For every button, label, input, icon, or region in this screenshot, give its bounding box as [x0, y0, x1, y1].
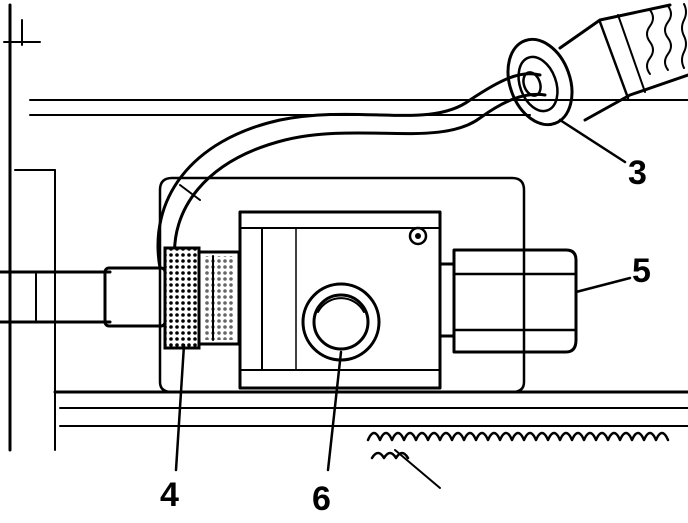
background-frame [3, 3, 688, 452]
knurled-nut-4 [163, 246, 241, 350]
callout-5: 5 [632, 252, 651, 290]
hose [156, 72, 547, 270]
inlet-pipe [0, 266, 167, 328]
hex-fitting-5 [438, 248, 578, 354]
leader-lines [174, 118, 632, 472]
callout-4: 4 [160, 476, 179, 514]
spring-coil [366, 431, 670, 489]
callout-3: 3 [628, 154, 647, 192]
hose-connector-3 [506, 3, 688, 127]
port-6 [301, 282, 381, 362]
callout-6: 6 [312, 480, 331, 518]
mounting-plate [158, 176, 526, 394]
